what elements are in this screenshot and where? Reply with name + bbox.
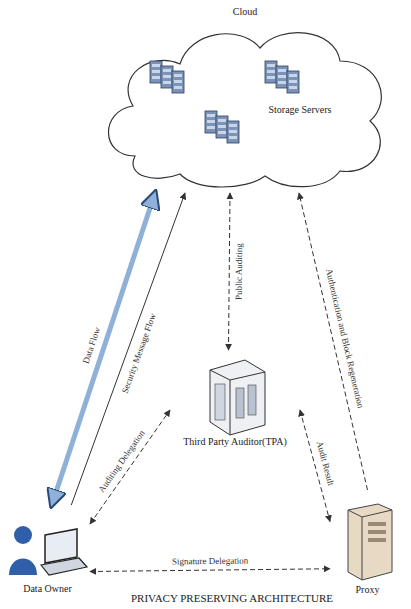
node-label: Third Party Auditor(TPA)	[170, 436, 300, 448]
diagram-node: Data Owner	[5, 505, 90, 600]
connector	[71, 193, 185, 505]
edge-label: Audit Result	[313, 438, 337, 489]
edge-label: Public Auditing	[233, 241, 245, 302]
proxy-server-icon	[330, 490, 405, 595]
edge-label: Authentication and Block Regeneration	[323, 266, 367, 411]
cloud-shape	[95, 6, 395, 193]
node-label: Data Owner	[5, 583, 90, 595]
diagram-node: Proxy	[330, 490, 405, 595]
diagram-node: CloudStorage Servers	[95, 6, 395, 193]
diagram-node: Third Party Auditor(TPA)	[170, 350, 300, 450]
connector	[90, 410, 170, 524]
node-label: Proxy	[330, 584, 405, 596]
node-label: Cloud	[190, 6, 300, 18]
edge-label: Signature Delegation	[170, 555, 250, 567]
edge-label: Auditing Delegation	[95, 426, 149, 496]
edge-label: Security Message Flow	[119, 310, 160, 397]
caption: PRIVACY PRESERVING ARCHITECTURE	[131, 592, 333, 604]
node-label: Storage Servers	[245, 104, 355, 116]
auditor-building-icon	[170, 350, 300, 450]
connector	[229, 193, 231, 350]
connector	[90, 569, 330, 572]
